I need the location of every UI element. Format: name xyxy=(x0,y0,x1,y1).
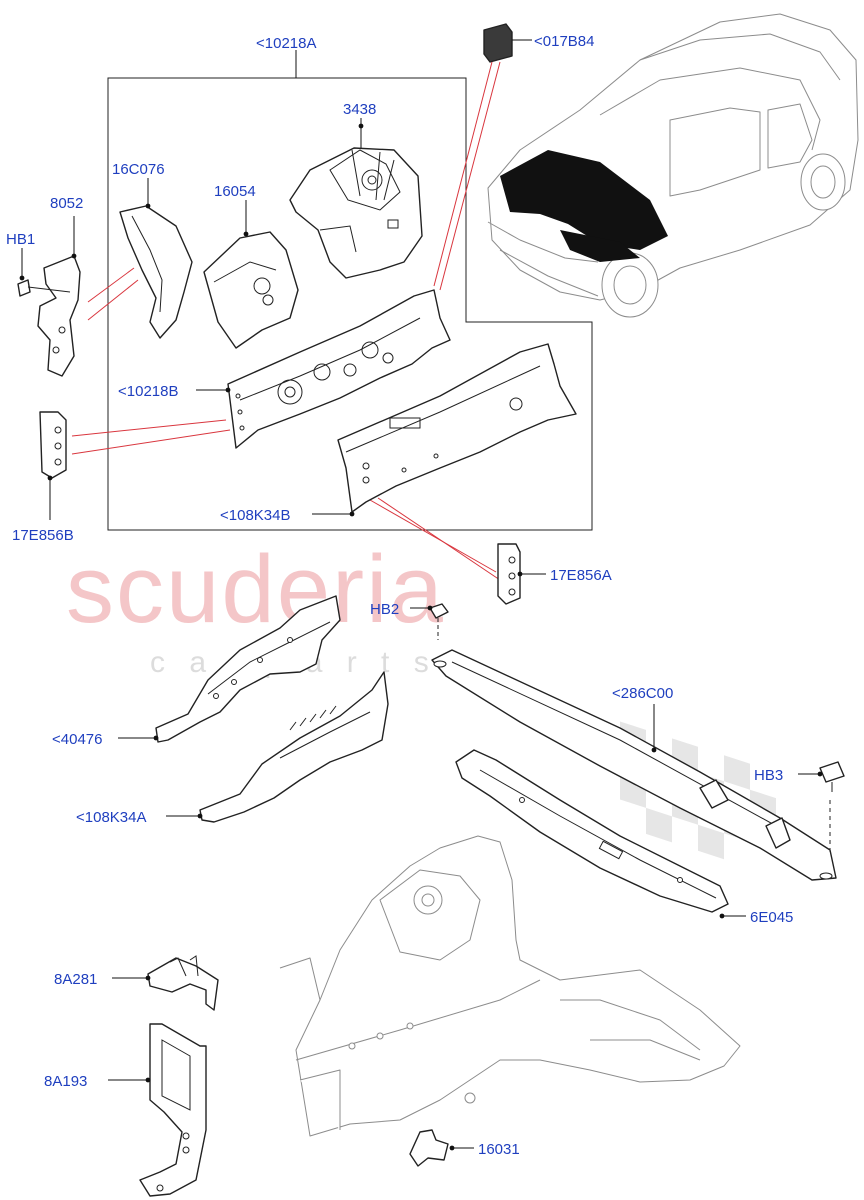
part-16031[interactable] xyxy=(409,1129,474,1167)
callout-10218A[interactable]: <10218A xyxy=(256,35,316,52)
callout-17E856B[interactable]: 17E856B xyxy=(12,527,74,544)
callout-17E856A[interactable]: 17E856A xyxy=(550,567,612,584)
assembly-frame xyxy=(107,77,593,531)
callout-108K34A[interactable]: <108K34A xyxy=(76,809,146,826)
part-108K34A[interactable] xyxy=(166,671,389,823)
part-HB2[interactable] xyxy=(410,603,449,640)
callout-6E045[interactable]: 6E045 xyxy=(750,909,793,926)
callout-HB2[interactable]: HB2 xyxy=(370,601,399,618)
callout-HB1[interactable]: HB1 xyxy=(6,231,35,248)
callout-10218B[interactable]: <10218B xyxy=(118,383,178,400)
part-40476[interactable] xyxy=(118,595,341,743)
callout-108K34B[interactable]: <108K34B xyxy=(220,507,290,524)
part-8052[interactable] xyxy=(37,216,81,377)
callout-8A281[interactable]: 8A281 xyxy=(54,971,97,988)
callout-017B84[interactable]: <017B84 xyxy=(534,33,594,50)
callout-3438[interactable]: 3438 xyxy=(343,101,376,118)
callout-40476[interactable]: <40476 xyxy=(52,731,102,748)
part-17E856A[interactable] xyxy=(497,543,546,605)
part-17E856B[interactable] xyxy=(39,411,67,520)
vehicle-illustration xyxy=(487,13,859,318)
callout-labels: <10218A <017B84 3438 16C076 16054 8052 H… xyxy=(6,33,793,1158)
body-structure-ghost xyxy=(279,835,741,1137)
part-6E045[interactable] xyxy=(455,749,746,919)
callout-16C076[interactable]: 16C076 xyxy=(112,161,165,178)
part-10218B[interactable] xyxy=(196,289,451,449)
callout-286C00[interactable]: <286C00 xyxy=(612,685,673,702)
part-HB3[interactable] xyxy=(798,761,845,852)
callout-8052[interactable]: 8052 xyxy=(50,195,83,212)
part-16054[interactable] xyxy=(203,200,299,349)
part-286C00[interactable] xyxy=(431,649,837,881)
part-8A281[interactable] xyxy=(112,955,219,1011)
red-reference-lines xyxy=(71,61,501,581)
callout-HB3[interactable]: HB3 xyxy=(754,767,783,784)
callout-16054[interactable]: 16054 xyxy=(214,183,256,200)
part-017B84[interactable] xyxy=(483,23,532,63)
part-HB1[interactable] xyxy=(17,248,71,297)
watermark-main: scuderia xyxy=(66,536,445,643)
part-3438[interactable] xyxy=(289,118,423,279)
callout-8A193[interactable]: 8A193 xyxy=(44,1073,87,1090)
part-108K34B[interactable] xyxy=(312,343,577,517)
callout-16031[interactable]: 16031 xyxy=(478,1141,520,1158)
part-8A193[interactable] xyxy=(108,1023,207,1197)
part-16C076[interactable] xyxy=(119,178,193,339)
